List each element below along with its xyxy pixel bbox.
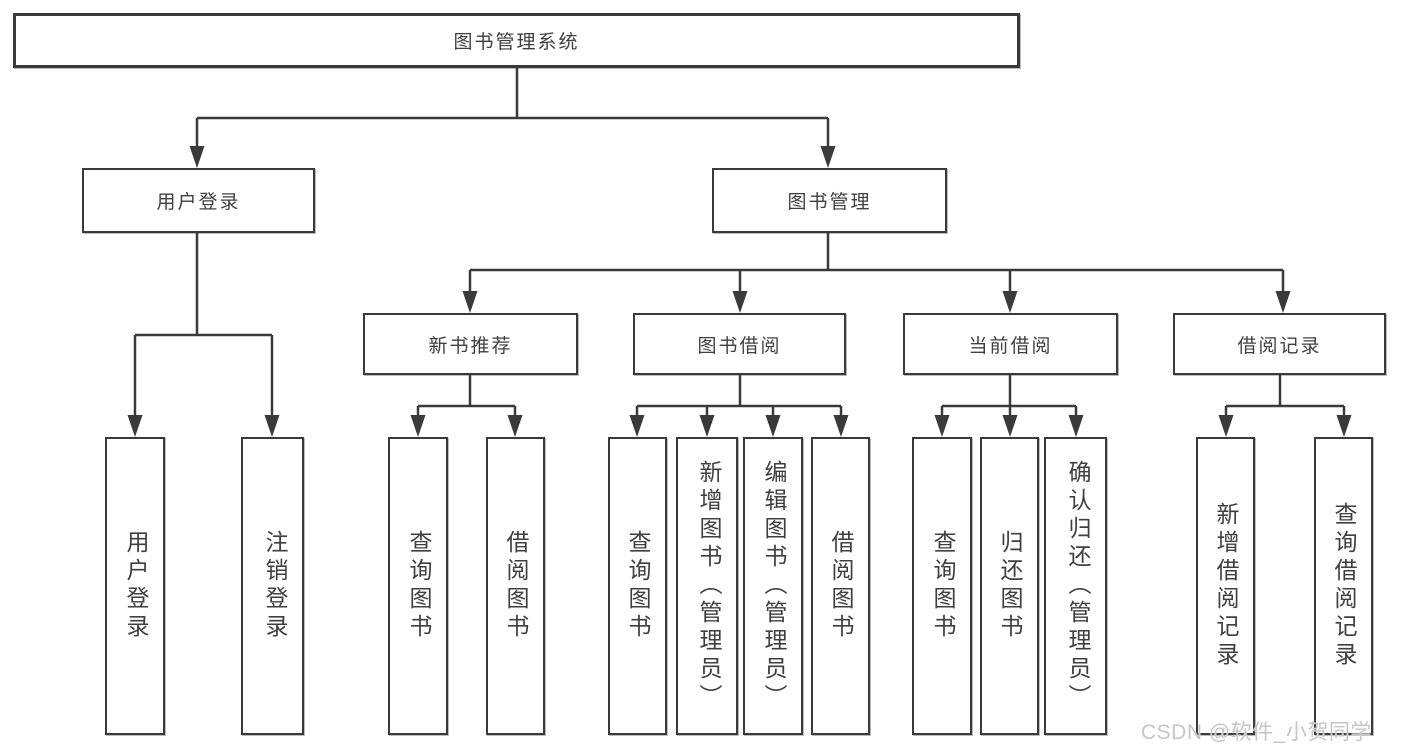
leaf-query-books-borrow: 查询图书 [608, 437, 667, 735]
node-current-borrow: 当前借阅 [903, 313, 1118, 375]
node-book-borrow: 图书借阅 [633, 313, 846, 375]
leaf-add-books-admin: 新增图书（管理员） [676, 437, 738, 735]
leaf-logout: 注销登录 [241, 437, 304, 735]
leaf-query-books-current: 查询图书 [912, 437, 972, 735]
leaf-user-login: 用户登录 [105, 437, 165, 735]
leaf-query-borrow-record: 查询借阅记录 [1314, 437, 1373, 735]
leaf-query-books-recommend: 查询图书 [388, 437, 448, 735]
node-new-book-recommend: 新书推荐 [363, 313, 578, 375]
leaf-confirm-return-admin: 确认归还（管理员） [1044, 437, 1107, 735]
leaf-borrow-books: 借阅图书 [811, 437, 870, 735]
leaf-edit-books-admin: 编辑图书（管理员） [743, 437, 803, 735]
connector-segments [133, 68, 1346, 417]
node-user-login: 用户登录 [82, 168, 315, 233]
arrowheads [127, 146, 1352, 437]
node-book-management: 图书管理 [712, 168, 947, 233]
node-borrow-records: 借阅记录 [1173, 313, 1386, 375]
leaf-return-books: 归还图书 [980, 437, 1039, 735]
watermark: CSDN @软件_小贺同学 [1141, 721, 1372, 744]
node-system-root: 图书管理系统 [13, 13, 1020, 68]
leaf-add-borrow-record: 新增借阅记录 [1196, 437, 1255, 735]
leaf-borrow-books-recommend: 借阅图书 [486, 437, 545, 735]
